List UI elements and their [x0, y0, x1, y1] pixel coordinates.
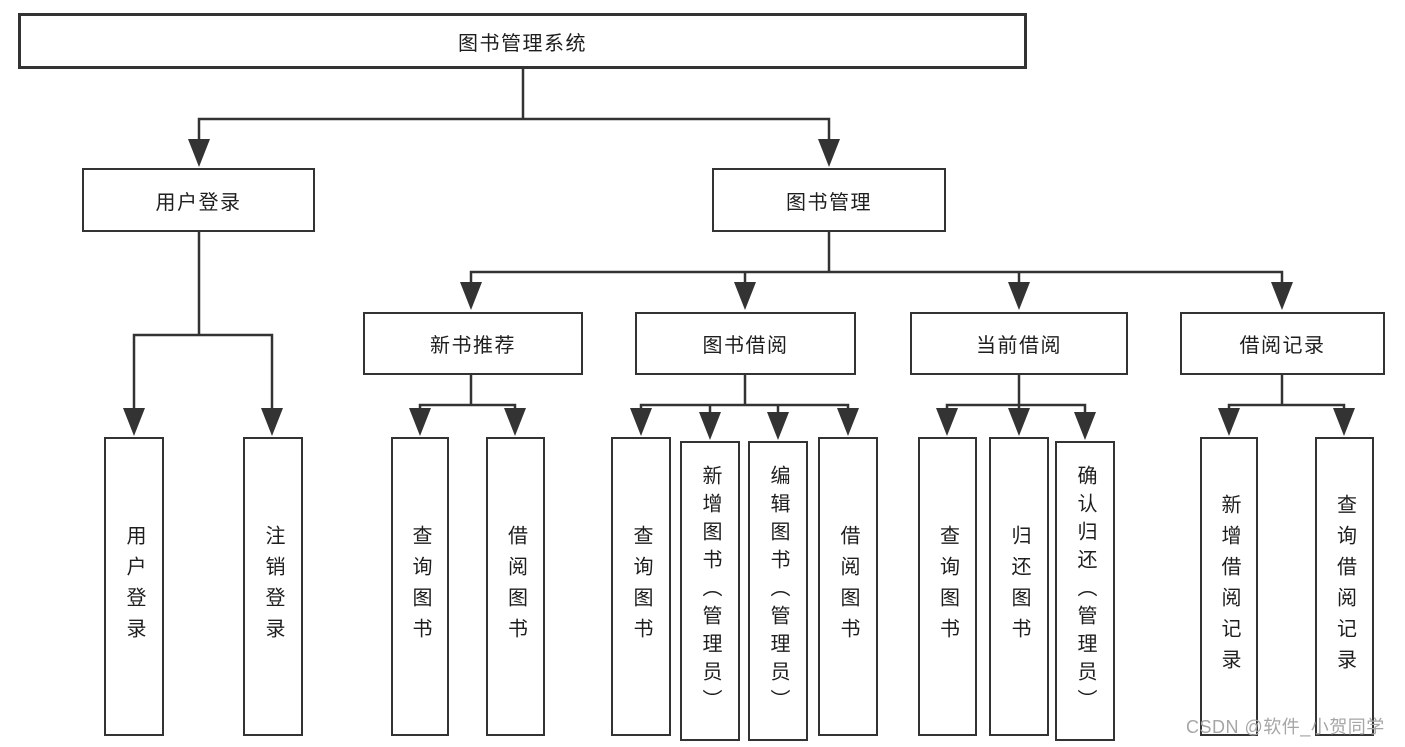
node-user-login: 用户登录: [82, 168, 315, 232]
node-library-system: 图书管理系统: [18, 13, 1027, 69]
node-label: 借阅图书: [837, 524, 859, 649]
leaf-edit-book-admin: 编辑图书（管理员）: [748, 441, 808, 741]
leaf-confirm-return-admin: 确认归还（管理员）: [1055, 441, 1115, 741]
node-label: 图书管理系统: [458, 32, 587, 55]
node-label: 借阅记录: [1239, 335, 1326, 357]
csdn-watermark: CSDN @软件_小贺同学: [1186, 717, 1385, 737]
node-label: 图书借阅: [702, 335, 789, 357]
arrowheads: [123, 139, 1355, 440]
node-label: 确认归还（管理员）: [1074, 465, 1096, 717]
node-label: 归还图书: [1008, 524, 1030, 649]
leaf-user-login: 用户登录: [104, 437, 164, 736]
node-current-borrowing: 当前借阅: [910, 312, 1128, 375]
node-label: 注销登录: [262, 524, 284, 649]
node-book-borrowing: 图书借阅: [635, 312, 856, 375]
node-new-book-recommend: 新书推荐: [363, 312, 583, 375]
leaf-borrow-book-borrowing: 借阅图书: [818, 437, 878, 736]
leaf-query-book-recommend: 查询图书: [391, 437, 449, 736]
node-label: 查询图书: [936, 524, 959, 649]
node-label: 新增借阅记录: [1218, 493, 1240, 680]
node-label: 查询图书: [630, 524, 652, 649]
node-label: 用户登录: [155, 191, 242, 214]
leaf-logout: 注销登录: [243, 437, 303, 736]
leaf-query-book-borrowing: 查询图书: [611, 437, 671, 736]
leaf-query-borrow-record: 查询借阅记录: [1315, 437, 1374, 736]
leaf-query-book-current: 查询图书: [918, 437, 977, 736]
node-label: 借阅图书: [504, 524, 527, 649]
node-label: 查询图书: [409, 524, 431, 649]
node-book-management: 图书管理: [712, 168, 946, 232]
node-label: 用户登录: [123, 524, 145, 649]
leaf-return-book: 归还图书: [989, 437, 1049, 736]
leaf-borrow-book-recommend: 借阅图书: [486, 437, 545, 736]
node-borrow-records: 借阅记录: [1180, 312, 1385, 375]
leaf-add-book-admin: 新增图书（管理员）: [680, 441, 740, 741]
leaf-add-borrow-record: 新增借阅记录: [1200, 437, 1258, 736]
node-label: 编辑图书（管理员）: [767, 465, 789, 717]
node-label: 查询借阅记录: [1333, 493, 1356, 680]
node-label: 新增图书（管理员）: [699, 465, 721, 717]
node-label: 当前借阅: [976, 335, 1062, 357]
node-label: 图书管理: [786, 191, 872, 214]
tree-edges: [132, 69, 1346, 415]
node-label: 新书推荐: [430, 335, 516, 357]
